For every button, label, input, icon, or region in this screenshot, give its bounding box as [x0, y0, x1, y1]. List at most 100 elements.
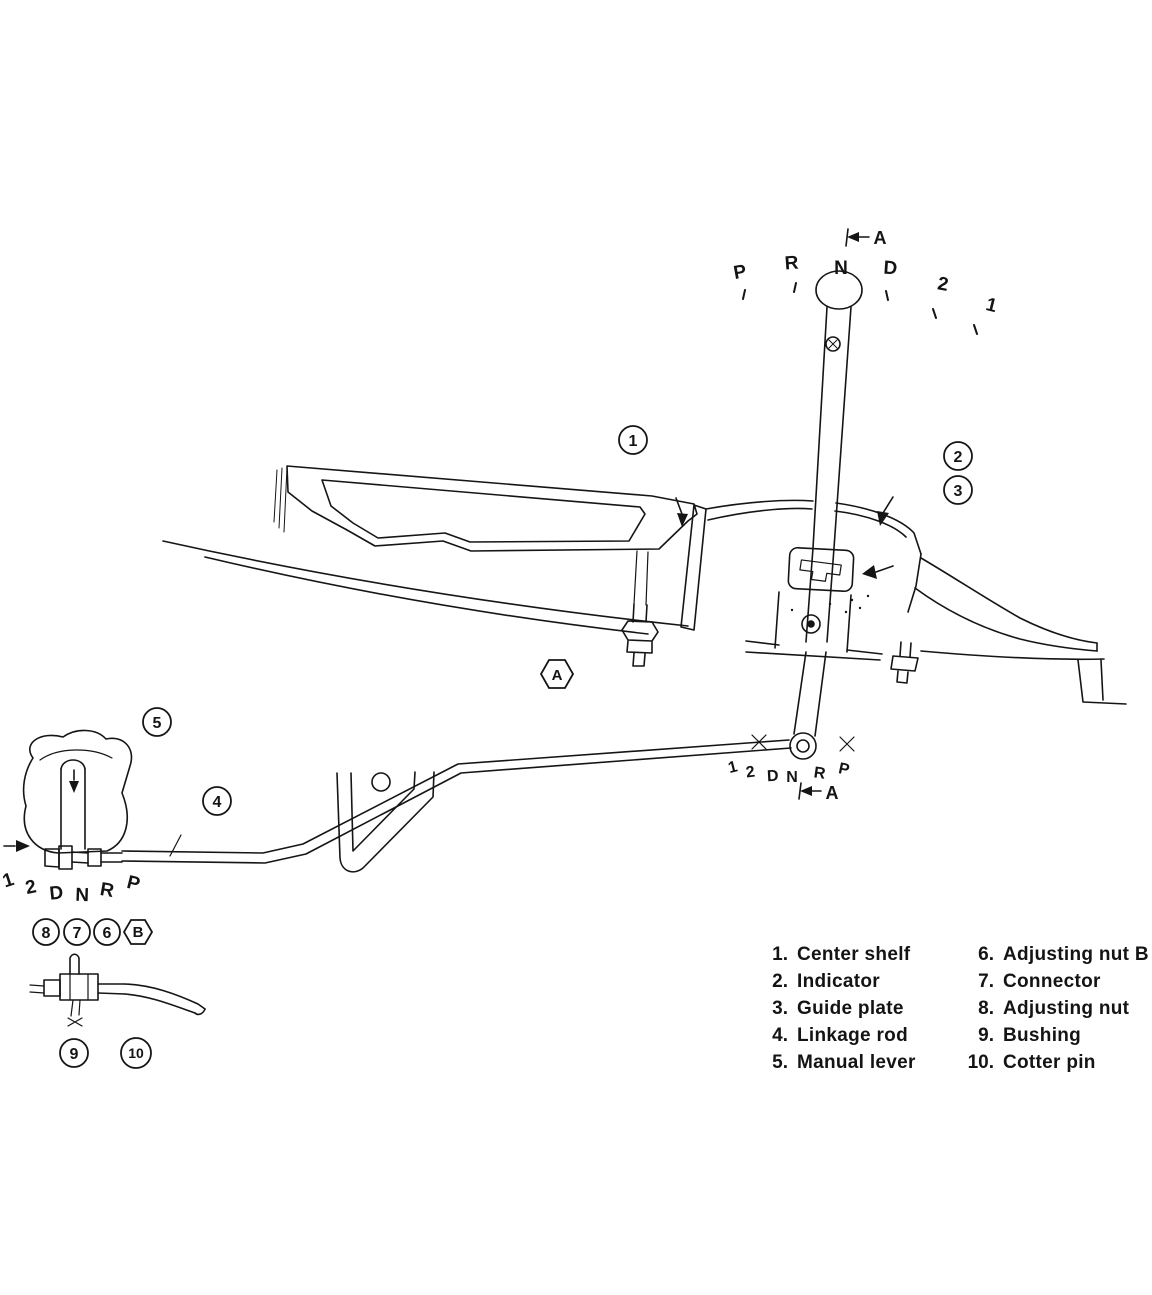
bolt-left-nut: [626, 640, 653, 654]
legend-number: 1.: [772, 944, 788, 965]
legend-item-4: 4. Linkage rod: [752, 1022, 916, 1049]
gear-letter-mid-n: N: [786, 769, 798, 786]
manual-lever-shaft-top: [60, 759, 86, 770]
rear-arm-top: [920, 557, 1098, 644]
legend-label: Center shelf: [797, 944, 911, 965]
gear-letter-top-r: R: [784, 253, 799, 275]
gear-letter-mid-1: 1: [727, 758, 740, 777]
gear-letter-top-p: P: [732, 261, 748, 284]
callout-number-3: 3: [954, 483, 963, 500]
callout-circle-7: [63, 918, 91, 946]
bushing-pin: [70, 999, 81, 1017]
shift-knob: [815, 270, 863, 310]
gear-letter-top-2: 2: [936, 273, 950, 296]
cotter-pin-top: [69, 953, 80, 975]
hex-label-b: B: [133, 924, 144, 941]
connector-body-lines: [69, 973, 89, 1001]
rod-screw-cross: [828, 339, 838, 349]
housing-top-left-inner: [707, 507, 813, 521]
legend-number: 6.: [978, 944, 994, 965]
gear-letter-mid-d: D: [767, 768, 779, 786]
housing-top-right-inner: [834, 510, 907, 538]
bolt-right-hex: [890, 655, 919, 672]
callout-number-5: 5: [153, 715, 162, 732]
legend-label: Cotter pin: [1003, 1052, 1096, 1073]
shift-rod-right-edge: [826, 306, 852, 643]
adjusting-nut-b: [43, 979, 61, 997]
arrow-bracket: [677, 513, 688, 527]
legend-item-6: 6. Adjusting nut B: [958, 941, 1149, 968]
diagram-text: P R N D 2 1 A 1 2 D N R P A 1 2 D N R P …: [0, 228, 999, 1063]
legend-number: 8.: [978, 998, 994, 1019]
left-arrow: [16, 840, 30, 852]
callout-number-9: 9: [70, 1046, 79, 1063]
gear-letter-mid-r: R: [813, 764, 827, 783]
housing-top-right: [835, 502, 922, 555]
arrow-leader-housing: [882, 496, 894, 514]
linkage-rod-top: [121, 739, 790, 854]
section-arrow-mid: [800, 786, 812, 796]
bolt-left-hex: [621, 620, 659, 642]
legend-item-3: 3. Guide plate: [752, 995, 916, 1022]
callout-circle-1: [618, 425, 648, 455]
linkage-rod-bottom: [121, 747, 792, 864]
gear-letter-mid-p: P: [837, 760, 851, 779]
bent-rod-top: [124, 983, 206, 1010]
housing-top-left: [705, 499, 814, 510]
legend-label: Bushing: [1003, 1025, 1082, 1046]
rod-tick: [169, 834, 182, 857]
guide-plate-pivot-center: [807, 620, 815, 628]
legend-item-10: 10. Cotter pin: [958, 1049, 1149, 1076]
arrow-leader-bracket: [675, 497, 683, 515]
gear-letter-left-d: D: [48, 882, 64, 904]
bent-rod-end: [194, 1008, 206, 1016]
adjusting-nut-right: [87, 848, 102, 867]
floor-curve-upper: [162, 540, 689, 627]
callout-number-8: 8: [42, 925, 51, 942]
callout-circle-4: [202, 786, 232, 816]
legend-number: 9.: [978, 1025, 994, 1046]
legend-column-1: 1. Center shelf 2. Indicator 3. Guide pl…: [752, 941, 916, 1076]
rod-segment-1: [71, 851, 89, 864]
legend-number: 2.: [772, 971, 788, 992]
section-label-mid-a: A: [826, 783, 839, 803]
legend-number: 7.: [978, 971, 994, 992]
stub-rod-right: [97, 983, 126, 995]
section-tick-top: [845, 228, 849, 247]
rod-grommet: [371, 772, 391, 792]
manual-lever-shaft: [60, 768, 86, 850]
guide-plate-base: [745, 640, 883, 661]
hex-label-a: A: [552, 667, 563, 684]
guide-plate-left: [774, 591, 780, 649]
gear-letter-mid-2: 2: [745, 763, 756, 781]
bolt-left-thread: [632, 652, 646, 667]
legend-number: 4.: [772, 1025, 788, 1046]
lever-joint-outer: [789, 732, 817, 760]
gear-letter-left-2: 2: [23, 876, 38, 899]
lower-lever-right: [814, 651, 827, 737]
pivot-speckles: [790, 594, 870, 614]
connector-block: [58, 845, 73, 870]
connector-body: [59, 973, 99, 1001]
indicator-slot: [799, 559, 842, 582]
hex-badge-a: [539, 659, 575, 689]
legend-item-7: 7. Connector: [958, 968, 1149, 995]
callout-number-4: 4: [213, 794, 222, 811]
callout-circle-10: [120, 1037, 152, 1069]
gate-tick-marks: [742, 282, 978, 335]
manual-lever-arrow: [69, 781, 79, 793]
legend-label: Adjusting nut B: [1003, 944, 1149, 965]
center-shelf-outline: [286, 465, 698, 552]
gear-letter-left-r: R: [98, 879, 115, 902]
arrow-leader-indicator: [875, 565, 894, 573]
callout-circle-3: [943, 475, 973, 505]
legend-label: Guide plate: [797, 998, 904, 1019]
hex-badge-b: [122, 919, 154, 945]
gear-letter-top-1: 1: [984, 294, 1000, 317]
lever-joint-inner: [796, 739, 810, 753]
bolt-left-shaft: [632, 603, 648, 623]
floor-step-right: [1077, 659, 1127, 705]
callout-circle-9: [59, 1038, 89, 1068]
